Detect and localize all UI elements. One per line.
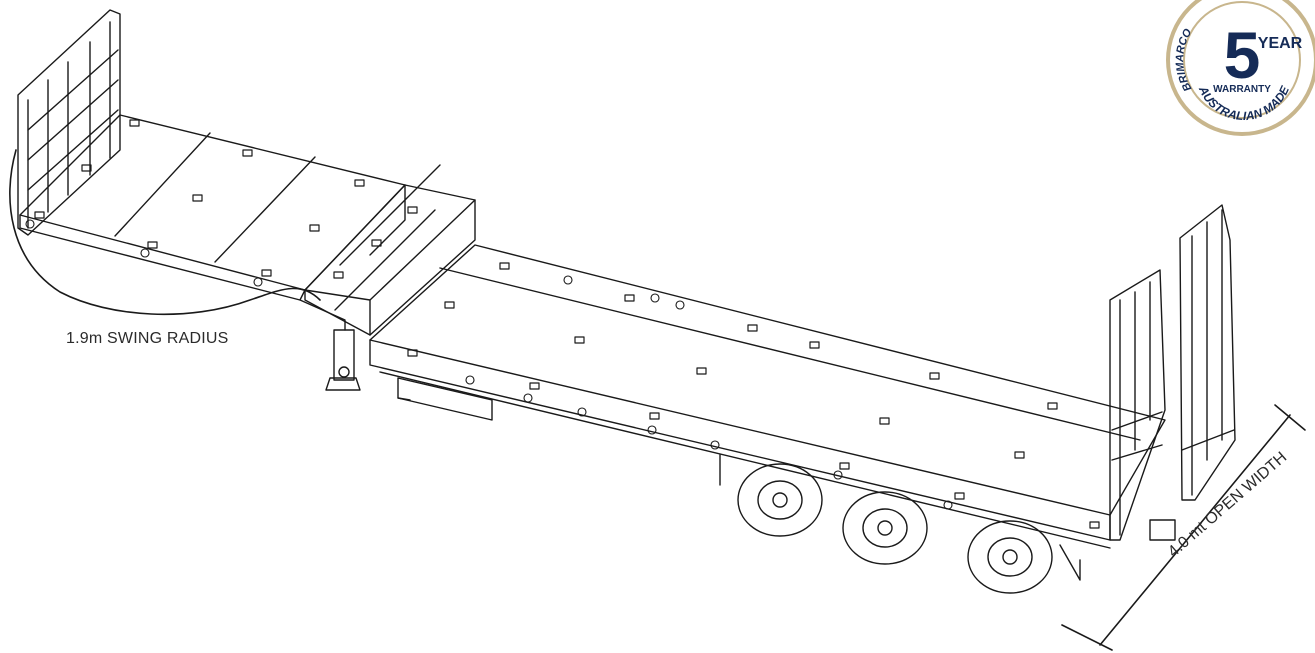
stake-pockets (25, 219, 953, 510)
landing-legs (325, 329, 361, 391)
open-width-dimension-line (1061, 404, 1306, 651)
headboard-rack (17, 9, 121, 236)
badge-warranty-text: WARRANTY (1213, 84, 1271, 95)
warranty-badge-logo: 5 YEAR WARRANTY AUSTRALIAN MADE BRIMARCO (1162, 0, 1315, 140)
tie-down-points (34, 119, 1100, 529)
wheels (719, 454, 1081, 594)
badge-year-text: YEAR (1258, 35, 1303, 52)
tool-box (397, 377, 493, 421)
rear-ramps (1109, 204, 1236, 541)
swing-radius-arc (9, 149, 321, 316)
badge-number: 5 (1224, 18, 1261, 92)
swing-radius-label: 1.9m SWING RADIUS (66, 330, 229, 347)
step-ramp-blocks (304, 164, 476, 336)
main-deck (369, 244, 1166, 549)
